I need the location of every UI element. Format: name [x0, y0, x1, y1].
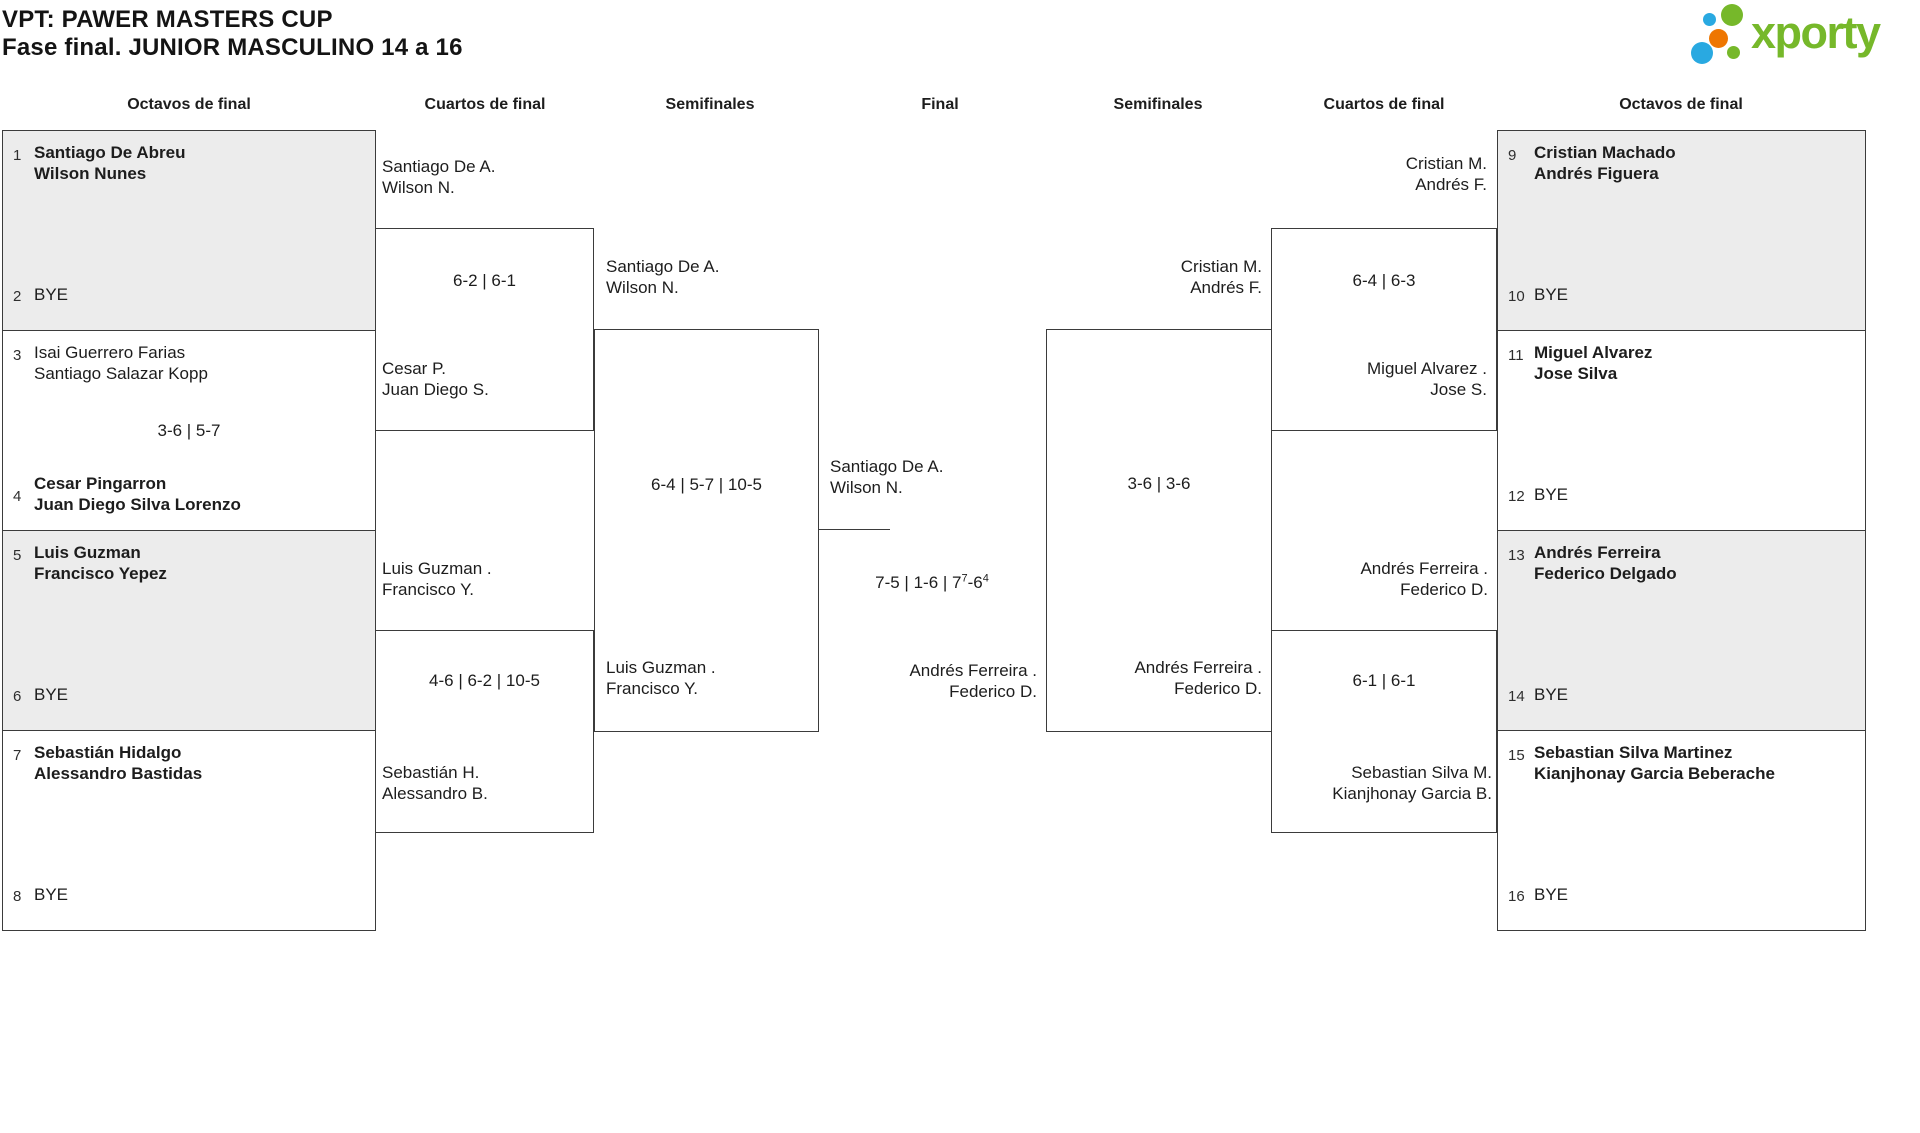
round-header-cuartos-left: Cuartos de final	[424, 96, 546, 113]
team-name: Andrés Ferreira . Federico D.	[1360, 559, 1488, 599]
match-box-semifinal-right[interactable]	[1046, 329, 1272, 732]
logo-wordmark: xporty	[1751, 7, 1881, 58]
final-score-main: 7-5 | 1-6 | 7	[875, 573, 962, 592]
seed-13: 13	[1508, 547, 1525, 564]
final-score-tiebreak-2: 4	[982, 572, 989, 585]
team-name: BYE	[1534, 284, 1569, 304]
seed-10: 10	[1508, 288, 1525, 305]
match-box-octavos-7[interactable]: 13 Andrés Ferreira Federico Delgado 14 BYE	[1497, 530, 1866, 731]
seed-3: 3	[13, 347, 22, 364]
seed-7: 7	[13, 747, 22, 764]
match-score: 4-6 | 6-2 | 10-5	[429, 671, 540, 690]
logo-dot-green-small-icon	[1727, 46, 1740, 59]
logo-dot-orange-icon	[1709, 29, 1728, 48]
match-box-octavos-6[interactable]: 11 Miguel Alvarez Jose Silva 12 BYE	[1497, 330, 1866, 531]
team-name: BYE	[34, 284, 69, 304]
seed-1: 1	[13, 147, 22, 164]
match-score: 6-2 | 6-1	[452, 271, 516, 290]
match-score: 3-6 | 3-6	[1127, 474, 1191, 493]
final-score-mid: -6	[967, 573, 983, 592]
round-header-octavos-right: Octavos de final	[1619, 96, 1743, 113]
match-box-cuartos-left-2[interactable]	[375, 630, 594, 833]
team-name: Luis Guzman . Francisco Y.	[382, 559, 492, 599]
team-name: Sebastián H. Alessandro B.	[382, 763, 488, 803]
team-name: BYE	[1534, 484, 1569, 504]
team-name: Andrés Ferreira . Federico D.	[909, 661, 1037, 701]
seed-9: 9	[1508, 147, 1517, 164]
team-name: BYE	[1534, 884, 1569, 904]
match-box-semifinal-left[interactable]	[594, 329, 819, 732]
team-name: Luis Guzman . Francisco Y.	[606, 658, 716, 698]
final-winner-line	[818, 529, 890, 530]
final-score-tiebreak-1: 7	[961, 572, 968, 585]
team-name: BYE	[1534, 684, 1569, 704]
team-name: Isai Guerrero Farias Santiago Salazar Ko…	[34, 343, 208, 383]
team-name: Miguel Alvarez . Jose S.	[1367, 359, 1487, 399]
match-box-octavos-5[interactable]: 9 Cristian Machado Andrés Figuera 10 BYE	[1497, 130, 1866, 331]
seed-14: 14	[1508, 688, 1525, 705]
team-name: Sebastian Silva M. Kianjhonay Garcia B.	[1332, 763, 1492, 803]
match-box-octavos-3[interactable]: 5 Luis Guzman Francisco Yepez 6 BYE	[2, 530, 376, 731]
team-name: BYE	[34, 884, 69, 904]
team-name: Cesar P. Juan Diego S.	[382, 359, 489, 399]
team-name: Luis Guzman Francisco Yepez	[34, 543, 167, 583]
xporty-logo[interactable]: xporty	[1685, 0, 1920, 70]
team-name: Santiago De A. Wilson N.	[830, 457, 944, 497]
team-name: Cesar Pingarron Juan Diego Silva Lorenzo	[34, 474, 241, 514]
round-header-cuartos-right: Cuartos de final	[1323, 96, 1445, 113]
seed-4: 4	[13, 488, 22, 505]
team-name: Andrés Ferreira Federico Delgado	[1534, 543, 1677, 583]
team-name: Andrés Ferreira . Federico D.	[1134, 658, 1262, 698]
seed-6: 6	[13, 688, 22, 705]
match-box-cuartos-right-1[interactable]	[1271, 228, 1497, 431]
team-name: Cristian M. Andrés F.	[1405, 154, 1487, 194]
round-header-semis-left: Semifinales	[665, 96, 755, 113]
round-header-final: Final	[921, 96, 959, 113]
match-score: 6-4 | 5-7 | 10-5	[651, 475, 762, 494]
team-name: Santiago De A. Wilson N.	[382, 157, 496, 197]
seed-16: 16	[1508, 888, 1525, 905]
final-score: 7-5 | 1-6 | 77-64	[818, 573, 1046, 593]
match-score: 3-6 | 5-7	[157, 420, 221, 440]
page-subtitle: Fase final. JUNIOR MASCULINO 14 a 16	[2, 34, 463, 61]
match-box-octavos-1[interactable]: 1 Santiago De Abreu Wilson Nunes 2 BYE	[2, 130, 376, 331]
logo-dot-blue-small-icon	[1703, 13, 1716, 26]
match-box-octavos-8[interactable]: 15 Sebastian Silva Martinez Kianjhonay Ga…	[1497, 730, 1866, 931]
match-box-octavos-2[interactable]: 3 Isai Guerrero Farias Santiago Salazar K…	[2, 330, 376, 531]
team-name: Cristian Machado Andrés Figuera	[1534, 143, 1676, 183]
seed-2: 2	[13, 288, 22, 305]
seed-5: 5	[13, 547, 22, 564]
team-name: Sebastián Hidalgo Alessandro Bastidas	[34, 743, 203, 783]
team-name: Miguel Alvarez Jose Silva	[1534, 343, 1653, 383]
match-score: 6-1 | 6-1	[1352, 671, 1416, 690]
team-name: Sebastian Silva Martinez Kianjhonay Garc…	[1534, 743, 1775, 783]
match-box-cuartos-right-2[interactable]	[1271, 630, 1497, 833]
page-title: VPT: PAWER MASTERS CUP	[2, 6, 333, 33]
logo-dot-green-large-icon	[1721, 4, 1743, 26]
seed-8: 8	[13, 888, 22, 905]
seed-11: 11	[1508, 347, 1524, 364]
round-header-semis-right: Semifinales	[1113, 96, 1203, 113]
match-box-octavos-4[interactable]: 7 Sebastián Hidalgo Alessandro Bastidas 8…	[2, 730, 376, 931]
team-name: BYE	[34, 684, 69, 704]
team-name: Santiago De Abreu Wilson Nunes	[34, 143, 186, 183]
team-name: Santiago De A. Wilson N.	[606, 257, 720, 297]
logo-dot-blue-large-icon	[1691, 42, 1713, 64]
team-name: Cristian M. Andrés F.	[1180, 257, 1262, 297]
match-box-cuartos-left-1[interactable]	[375, 228, 594, 431]
seed-15: 15	[1508, 747, 1525, 764]
round-header-octavos-left: Octavos de final	[127, 96, 251, 113]
seed-12: 12	[1508, 488, 1525, 505]
match-score: 6-4 | 6-3	[1352, 271, 1416, 290]
